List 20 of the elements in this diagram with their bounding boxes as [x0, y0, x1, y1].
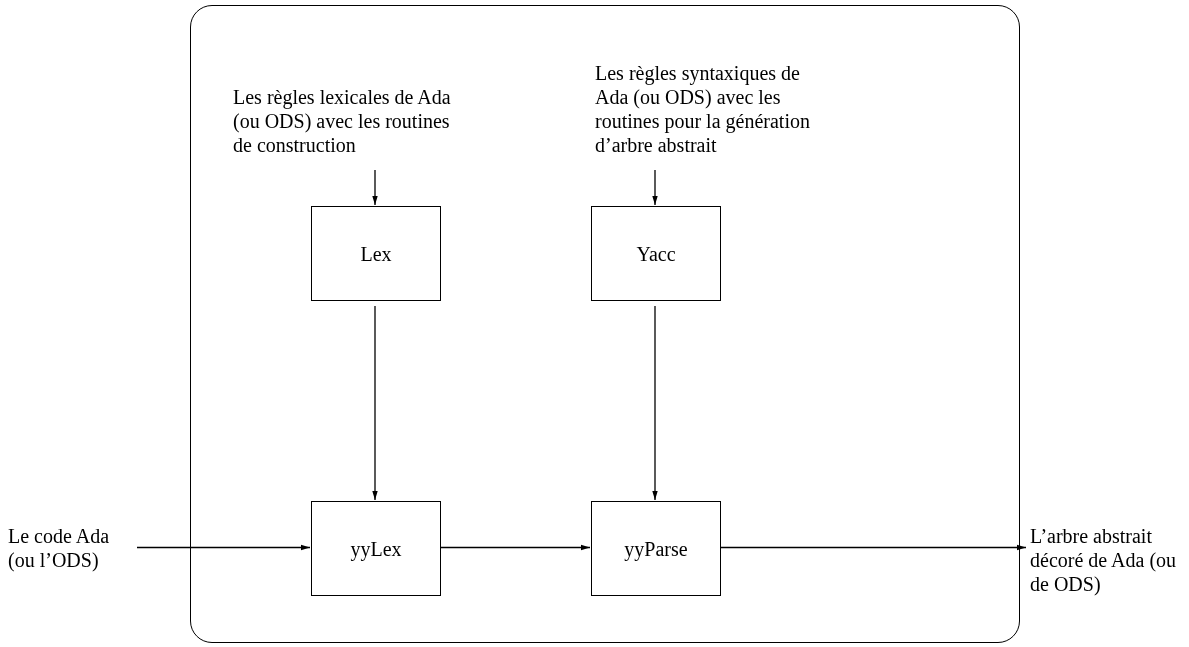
arrow: [439, 544, 591, 551]
process-box: [591, 501, 721, 596]
text-label: L’arbre abstrait décoré de Ada (ou de ODS): [1030, 524, 1178, 596]
arrow: [652, 305, 658, 501]
arrow: [372, 305, 378, 501]
frame-box: [190, 5, 1020, 643]
text-label: Les règles lexicales de Ada (ou ODS) avec les routines de construction: [233, 85, 452, 157]
arrow: [136, 544, 311, 551]
box-label: Lex: [360, 241, 392, 266]
box-label: yyLex: [350, 536, 402, 561]
box-label: Yacc: [636, 241, 676, 266]
text-label: Les règles syntaxiques de Ada (ou ODS) avec les routines pour la génération d’arbre abstrait: [595, 61, 811, 157]
process-box: [591, 206, 721, 301]
process-box: [311, 501, 441, 596]
arrow: [372, 169, 378, 206]
text-label: Le code Ada (ou l’ODS): [8, 524, 111, 572]
arrow: [652, 169, 658, 206]
box-label: yyParse: [624, 536, 688, 561]
arrow: [719, 544, 1027, 551]
process-box: [311, 206, 441, 301]
